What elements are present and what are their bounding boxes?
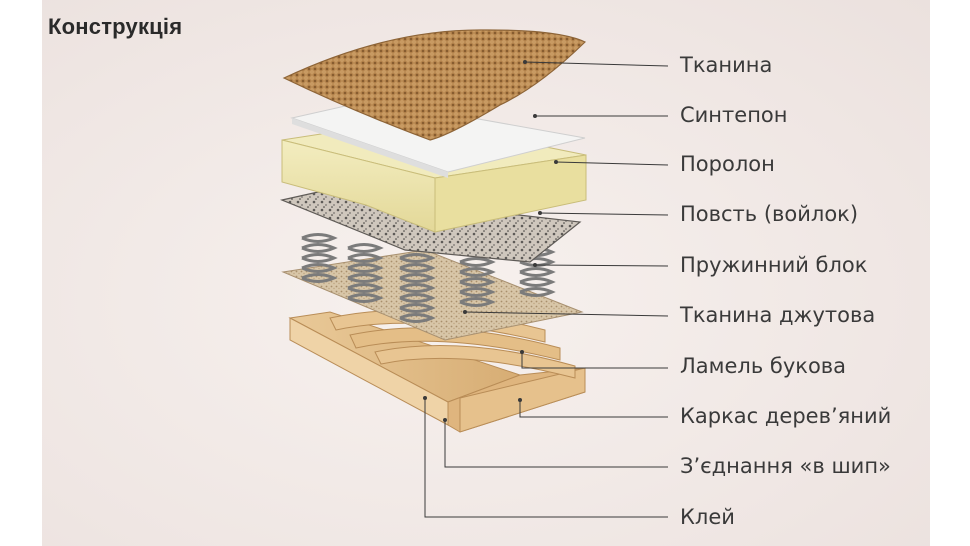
leader-felt: [539, 212, 669, 216]
leader-frame: [519, 400, 668, 418]
spring-block-shape: [301, 233, 556, 323]
label-felt: Повсть (войлок): [680, 202, 859, 226]
leader-glue: [424, 398, 668, 518]
label-synthetic: Синтепон: [680, 103, 788, 127]
label-springs: Пружинний блок: [680, 253, 868, 277]
diagram-title: Конструкція: [48, 14, 183, 39]
top-fabric-shape: [282, 29, 587, 141]
label-jute: Тканина джутова: [680, 303, 876, 327]
label-slats: Ламель букова: [680, 354, 847, 378]
leader-slats: [521, 352, 668, 369]
label-glue: Клей: [680, 505, 735, 529]
leader-fabric: [524, 61, 669, 67]
label-joint: З’єднання «в шип»: [680, 454, 891, 478]
leader-springs: [534, 264, 669, 267]
leader-joint: [444, 420, 668, 468]
label-frame: Каркас дерев’яний: [680, 404, 892, 428]
label-foam: Поролон: [680, 152, 775, 176]
leader-jute: [464, 311, 669, 317]
leader-dots: [423, 60, 558, 422]
leader-foam: [555, 161, 669, 166]
leader-lines: [424, 61, 669, 518]
label-fabric: Тканина: [680, 53, 773, 77]
